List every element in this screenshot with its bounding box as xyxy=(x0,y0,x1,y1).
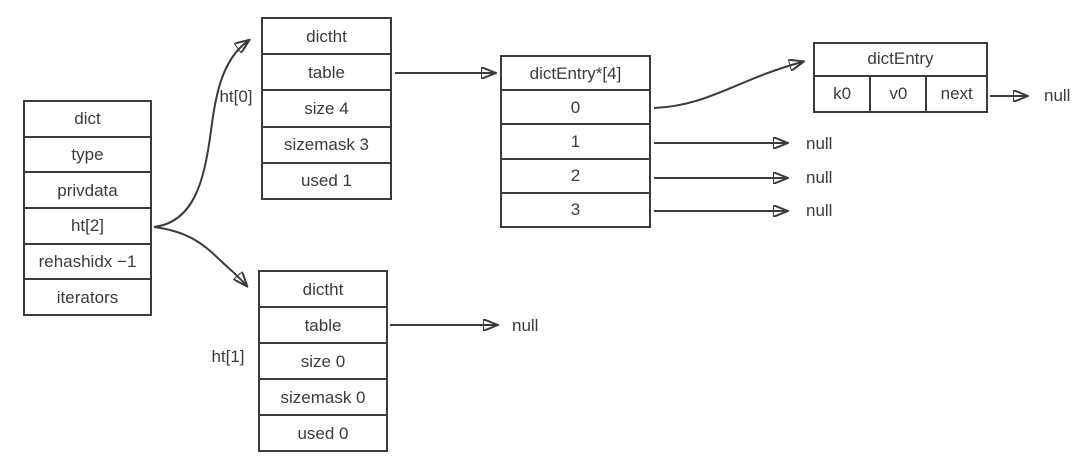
dict-entry-box: dictEntry k0 v0 next xyxy=(813,42,988,113)
null-label-entry-next: null xyxy=(1044,86,1071,105)
dict-header: dict xyxy=(74,109,101,129)
ht0-pointer-label: ht[0] xyxy=(219,87,253,106)
arrow-ht2-to-ht1 xyxy=(153,226,246,285)
bucket-header: dictEntry*[4] xyxy=(529,63,622,83)
ht1-row-size: size 0 xyxy=(260,342,386,378)
dict-row-type: type xyxy=(25,135,150,172)
bucket-array-box: dictEntry*[4] 0 1 2 3 xyxy=(500,55,651,228)
ht0-row-size: size 4 xyxy=(263,89,390,125)
ht1-row-table: table xyxy=(260,306,386,342)
null-label-ht1-table: null xyxy=(512,316,539,335)
entry-cell-v0: v0 xyxy=(869,76,925,111)
bucket-slot-2: 2 xyxy=(502,157,649,192)
dict-struct-box: dict type privdata ht[2] rehashidx −1 it… xyxy=(23,100,152,316)
bucket-slot-1: 1 xyxy=(502,123,649,157)
ht1-row-sizemask: sizemask 0 xyxy=(260,378,386,414)
ht1-row-used: used 0 xyxy=(260,414,386,450)
null-label-bucket-1: null xyxy=(806,134,833,153)
ht0-row-used: used 1 xyxy=(263,161,390,198)
ht0-header: dictht xyxy=(306,26,347,46)
dictht-ht0-box: dictht table size 4 sizemask 3 used 1 xyxy=(261,17,392,200)
entry-cell-next: next xyxy=(925,76,986,111)
entry-cells: k0 v0 next xyxy=(815,74,986,111)
dict-row-ht2: ht[2] xyxy=(25,207,150,243)
bucket-slot-3: 3 xyxy=(502,191,649,226)
entry-header: dictEntry xyxy=(867,49,934,69)
null-label-bucket-3: null xyxy=(806,201,833,220)
dict-row-rehashidx: rehashidx −1 xyxy=(25,242,150,279)
arrow-ht2-to-ht0 xyxy=(153,41,248,228)
ht0-row-sizemask: sizemask 3 xyxy=(263,125,390,162)
arrow-bucket0-to-entry xyxy=(653,62,802,109)
null-label-bucket-2: null xyxy=(806,168,833,187)
entry-cell-k0: k0 xyxy=(833,83,852,103)
ht1-pointer-label: ht[1] xyxy=(211,347,245,366)
dict-row-iterators: iterators xyxy=(25,278,150,314)
ht1-header: dictht xyxy=(302,279,344,299)
ht0-row-table: table xyxy=(263,53,390,89)
dict-row-privdata: privdata xyxy=(25,171,150,207)
dictht-ht1-box: dictht table size 0 sizemask 0 used 0 xyxy=(258,270,388,452)
bucket-slot-0: 0 xyxy=(502,89,649,123)
